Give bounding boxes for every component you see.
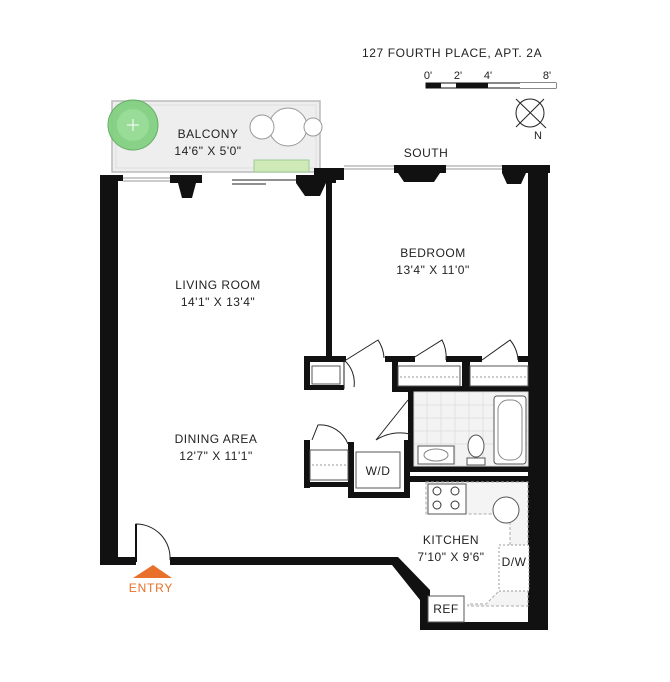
kitchen-dims: 7'10" X 9'6": [417, 550, 484, 564]
stove-icon: [427, 483, 467, 515]
wd-label: W/D: [366, 464, 391, 478]
balcony-name: BALCONY: [178, 127, 239, 141]
scale-tick-8: 8': [543, 70, 551, 82]
south-label: SOUTH: [404, 146, 449, 160]
kitchen: D/W REF KITCHEN 7'10" X 9'6": [417, 481, 530, 623]
compass-north-label: N: [534, 130, 542, 142]
closets: [309, 365, 529, 481]
living-room-dims: 14'1" X 13'4": [181, 295, 255, 309]
exterior-walls: [100, 165, 550, 630]
bedroom-name: BEDROOM: [400, 246, 466, 260]
entry-arrow-icon: [133, 565, 172, 578]
dining-area-dims: 12'7" X 11'1": [179, 449, 252, 463]
windows: [123, 165, 502, 185]
scale-tick-4: 4': [484, 70, 492, 82]
kitchen-name: KITCHEN: [423, 533, 479, 547]
balcony: BALCONY 14'6" X 5'0": [107, 99, 323, 173]
entry-label: ENTRY: [129, 581, 173, 595]
scale-tick-0: 0': [424, 70, 432, 82]
compass-icon: N: [515, 98, 547, 142]
doors: [135, 339, 519, 562]
ref-label: REF: [433, 602, 459, 616]
dining-area-name: DINING AREA: [175, 432, 258, 446]
scale-tick-2: 2': [454, 70, 462, 82]
table-icon: [268, 107, 308, 147]
living-room-name: LIVING ROOM: [175, 278, 261, 292]
address-title: 127 FOURTH PLACE, APT. 2A: [362, 46, 542, 60]
balcony-dims: 14'6" X 5'0": [174, 144, 241, 158]
refrigerator: [427, 595, 465, 623]
dw-label: D/W: [502, 555, 527, 569]
toilet-icon: [466, 434, 486, 466]
scale-bar: 0' 2' 4' 8': [424, 70, 557, 89]
planter-icon: [253, 159, 310, 173]
interior-walls: [304, 180, 532, 498]
bedroom-dims: 13'4" X 11'0": [396, 263, 469, 277]
bathroom: [413, 391, 529, 467]
kitchen-sink-icon: [492, 496, 520, 524]
washer-dryer: W/D: [355, 451, 401, 489]
entry-marker: ENTRY: [129, 565, 173, 595]
